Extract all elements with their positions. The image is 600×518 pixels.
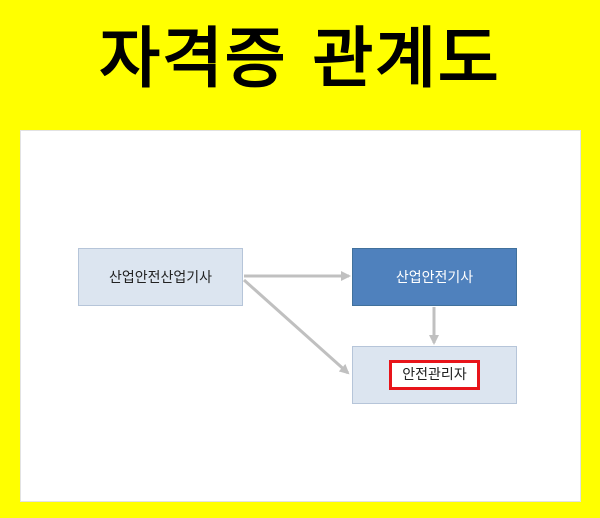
node-label: 산업안전기사 bbox=[395, 270, 474, 286]
node-industrial-safety-engineer: 산업안전기사 bbox=[352, 248, 517, 306]
node-industrial-safety-industrial-engineer: 산업안전산업기사 bbox=[78, 248, 243, 306]
page-title: 자격증 관계도 bbox=[99, 20, 501, 97]
highlighted-node-label: 안전관리자 bbox=[389, 360, 480, 390]
diagram-panel bbox=[20, 130, 581, 502]
node-safety-manager: 안전관리자 bbox=[352, 346, 517, 404]
node-label: 산업안전산업기사 bbox=[108, 270, 213, 286]
